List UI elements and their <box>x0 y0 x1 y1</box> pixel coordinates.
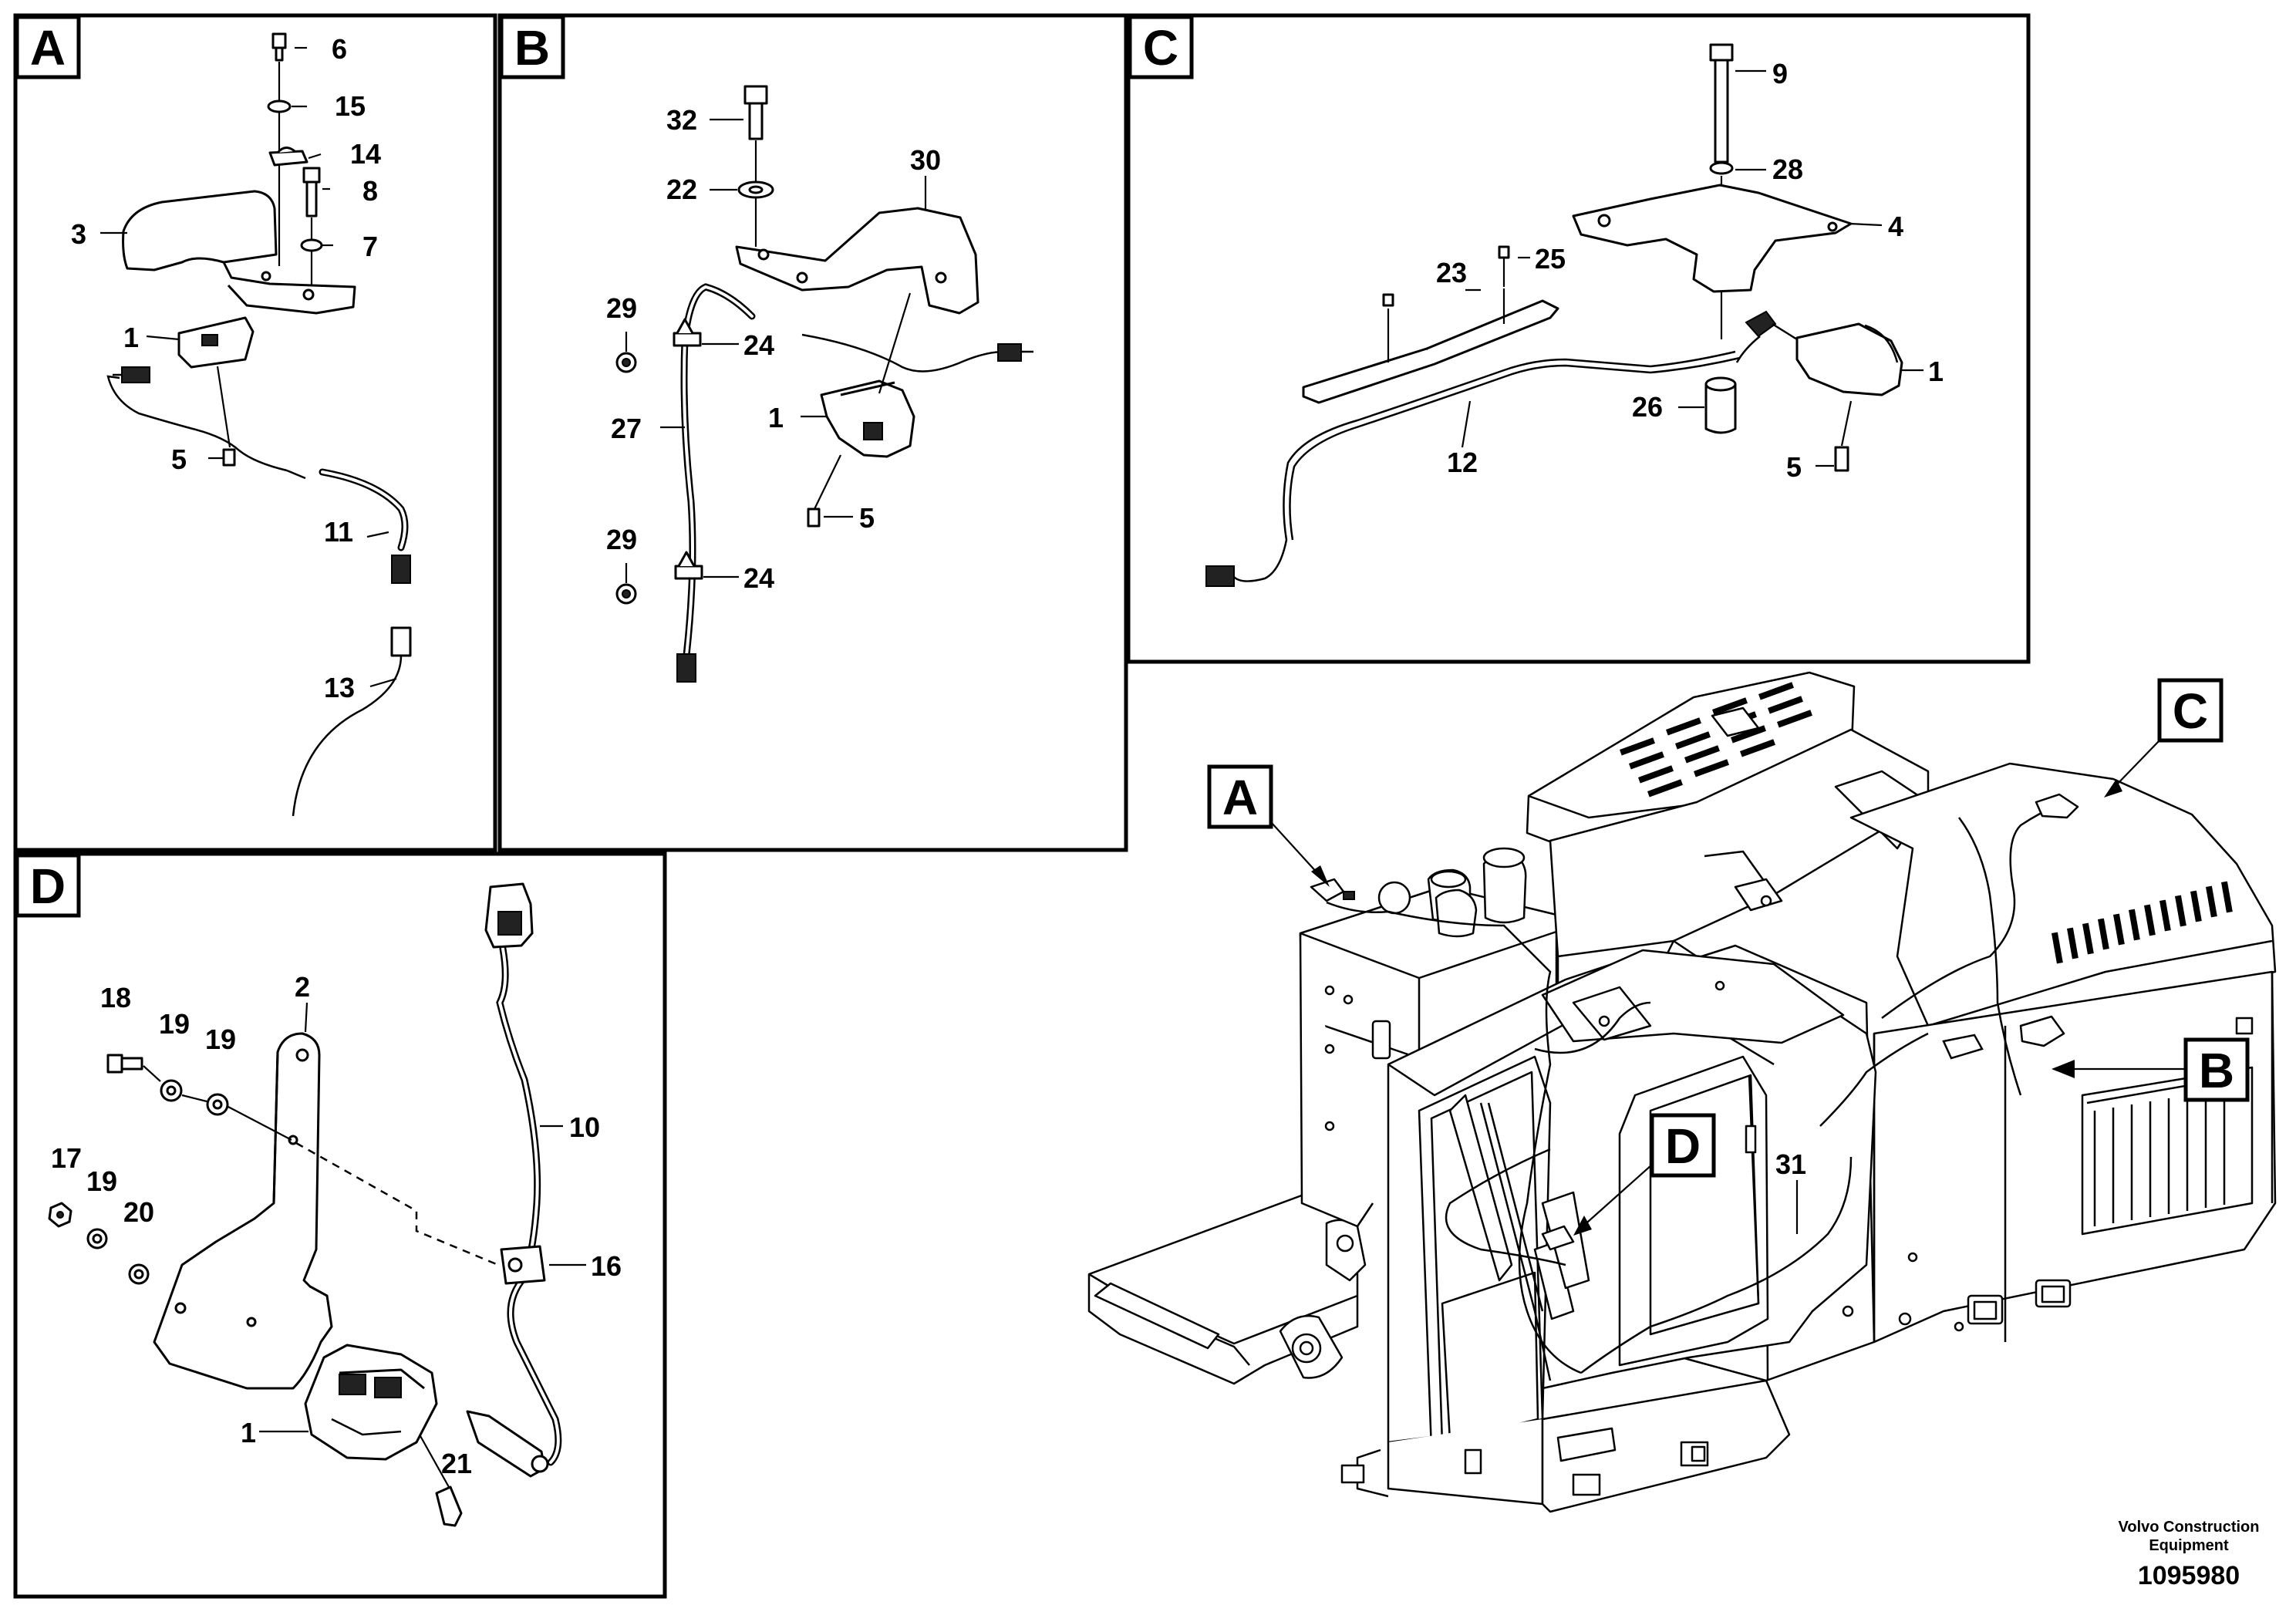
callout-b-22: 22 <box>666 174 697 205</box>
overview-tag-a: A <box>1207 764 1330 887</box>
footer: Volvo Construction Equipment 1095980 <box>2119 1519 2260 1590</box>
callout-c-23: 23 <box>1436 257 1467 288</box>
callout-c-12: 12 <box>1447 447 1478 478</box>
panel-a-callouts: 6 15 14 8 7 3 1 5 11 13 <box>71 33 381 703</box>
overview-tag-c: C <box>2104 678 2224 798</box>
callout-c-26: 26 <box>1632 391 1663 423</box>
panel-a-frame <box>13 13 497 852</box>
callout-overview-31: 31 <box>1775 1148 1806 1180</box>
callout-b-32: 32 <box>666 104 697 136</box>
callout-d-20: 20 <box>123 1196 154 1228</box>
rear-grille <box>2052 881 2233 964</box>
panel-d-callouts: 18 19 19 2 10 17 19 20 16 1 21 <box>51 971 622 1479</box>
callout-d-19a: 19 <box>159 1008 190 1040</box>
panel-a-drawing <box>100 32 412 817</box>
callout-b-27: 27 <box>611 413 642 444</box>
overview-tag-c-label: C <box>2173 683 2208 739</box>
callout-d-2: 2 <box>295 971 310 1003</box>
callout-b-24b: 24 <box>743 562 774 594</box>
callout-d-19b: 19 <box>205 1023 236 1055</box>
callout-b-30: 30 <box>910 144 941 176</box>
panel-b-tag: B <box>499 15 565 79</box>
callout-d-21: 21 <box>441 1448 472 1479</box>
machine-overview <box>1087 671 2277 1513</box>
callout-a-14: 14 <box>350 138 381 170</box>
panel-c-callouts: 9 28 4 23 25 1 26 12 5 <box>1436 58 1944 483</box>
document-number: 1095980 <box>2138 1561 2240 1590</box>
callout-a-3: 3 <box>71 218 86 250</box>
callout-c-1: 1 <box>1928 356 1944 387</box>
callout-b-24: 24 <box>743 329 774 361</box>
callout-c-5: 5 <box>1786 451 1802 483</box>
panel-b-label: B <box>514 20 550 76</box>
panel-b-drawing <box>615 85 1033 683</box>
overview-tag-d-label: D <box>1665 1118 1701 1174</box>
brand-line-2: Equipment <box>2149 1537 2229 1554</box>
callout-d-17: 17 <box>51 1142 82 1174</box>
callout-a-7: 7 <box>362 231 378 262</box>
overview-tag-a-label: A <box>1222 770 1258 825</box>
callout-b-29: 29 <box>606 292 637 324</box>
panel-c-frame <box>1126 13 2031 664</box>
callout-a-6: 6 <box>332 33 347 65</box>
callout-c-4: 4 <box>1888 211 1903 242</box>
callout-a-5: 5 <box>171 443 187 475</box>
overview-tag-b-label: B <box>2199 1043 2234 1098</box>
panel-d-label: D <box>30 858 66 914</box>
callout-d-10: 10 <box>569 1111 600 1143</box>
callout-a-1: 1 <box>123 322 139 353</box>
callout-c-28: 28 <box>1772 153 1803 185</box>
callout-a-15: 15 <box>335 90 366 122</box>
callout-d-16: 16 <box>591 1250 622 1282</box>
brand-line-1: Volvo Construction <box>2119 1519 2260 1536</box>
panel-b-callouts: 32 22 30 29 24 27 1 5 29 24 <box>606 104 941 594</box>
panel-b-frame <box>497 13 1128 852</box>
overview-callouts: 31 <box>1775 1148 1806 1234</box>
callout-b-5: 5 <box>859 502 875 534</box>
panel-c-label: C <box>1143 20 1178 76</box>
overview-tag-b: B <box>2052 1037 2250 1102</box>
panel-d-tag: D <box>15 853 81 918</box>
panel-d-frame <box>13 851 667 1599</box>
callout-d-1: 1 <box>241 1417 256 1448</box>
panel-c-drawing <box>1205 43 1923 587</box>
callout-c-9: 9 <box>1772 58 1788 89</box>
callout-c-25: 25 <box>1535 243 1566 275</box>
callout-b-29b: 29 <box>606 524 637 555</box>
callout-a-11: 11 <box>324 516 353 548</box>
callout-b-1: 1 <box>768 402 784 433</box>
panel-a-tag: A <box>15 15 81 79</box>
panel-d-drawing <box>48 882 586 1527</box>
callout-d-19c: 19 <box>86 1165 117 1197</box>
panel-a-label: A <box>30 20 66 76</box>
overview-tag-d: D <box>1573 1113 1716 1236</box>
callout-a-8: 8 <box>362 175 378 207</box>
panel-c-tag: C <box>1128 15 1194 79</box>
callout-d-18: 18 <box>100 982 131 1013</box>
callout-a-13: 13 <box>324 672 355 703</box>
